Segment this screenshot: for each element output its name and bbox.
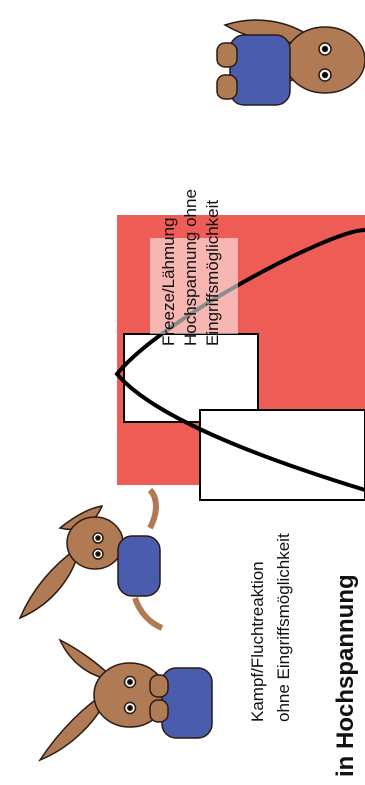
arousal-curve <box>114 228 365 492</box>
freeze-label-box <box>123 333 259 423</box>
rabbit-fleeing-icon <box>18 488 164 631</box>
fight-flight-label: Kampf/Fluchtreaktion ohne Eingriffsmögli… <box>245 533 297 722</box>
freeze-label: Freeze/Lähmung Hochspannung ohne Eingrif… <box>158 189 224 346</box>
rabbit-standing-icon <box>216 19 365 106</box>
page-heading: in Hochspannung <box>332 574 359 777</box>
freeze-label-line-3: Eingriffsmöglichkeit <box>203 199 222 346</box>
rabbit-anxious-icon <box>38 638 213 762</box>
fight-flight-label-box <box>199 409 365 501</box>
freeze-text-highlight <box>150 238 238 334</box>
fight-flight-label-line-1: Kampf/Fluchtreaktion <box>248 561 267 722</box>
fight-flight-label-line-2: ohne Eingriffsmöglichkeit <box>274 533 293 722</box>
freeze-label-line-2: Hochspannung ohne <box>181 189 200 346</box>
freeze-label-line-1: Freeze/Lähmung <box>159 217 178 346</box>
